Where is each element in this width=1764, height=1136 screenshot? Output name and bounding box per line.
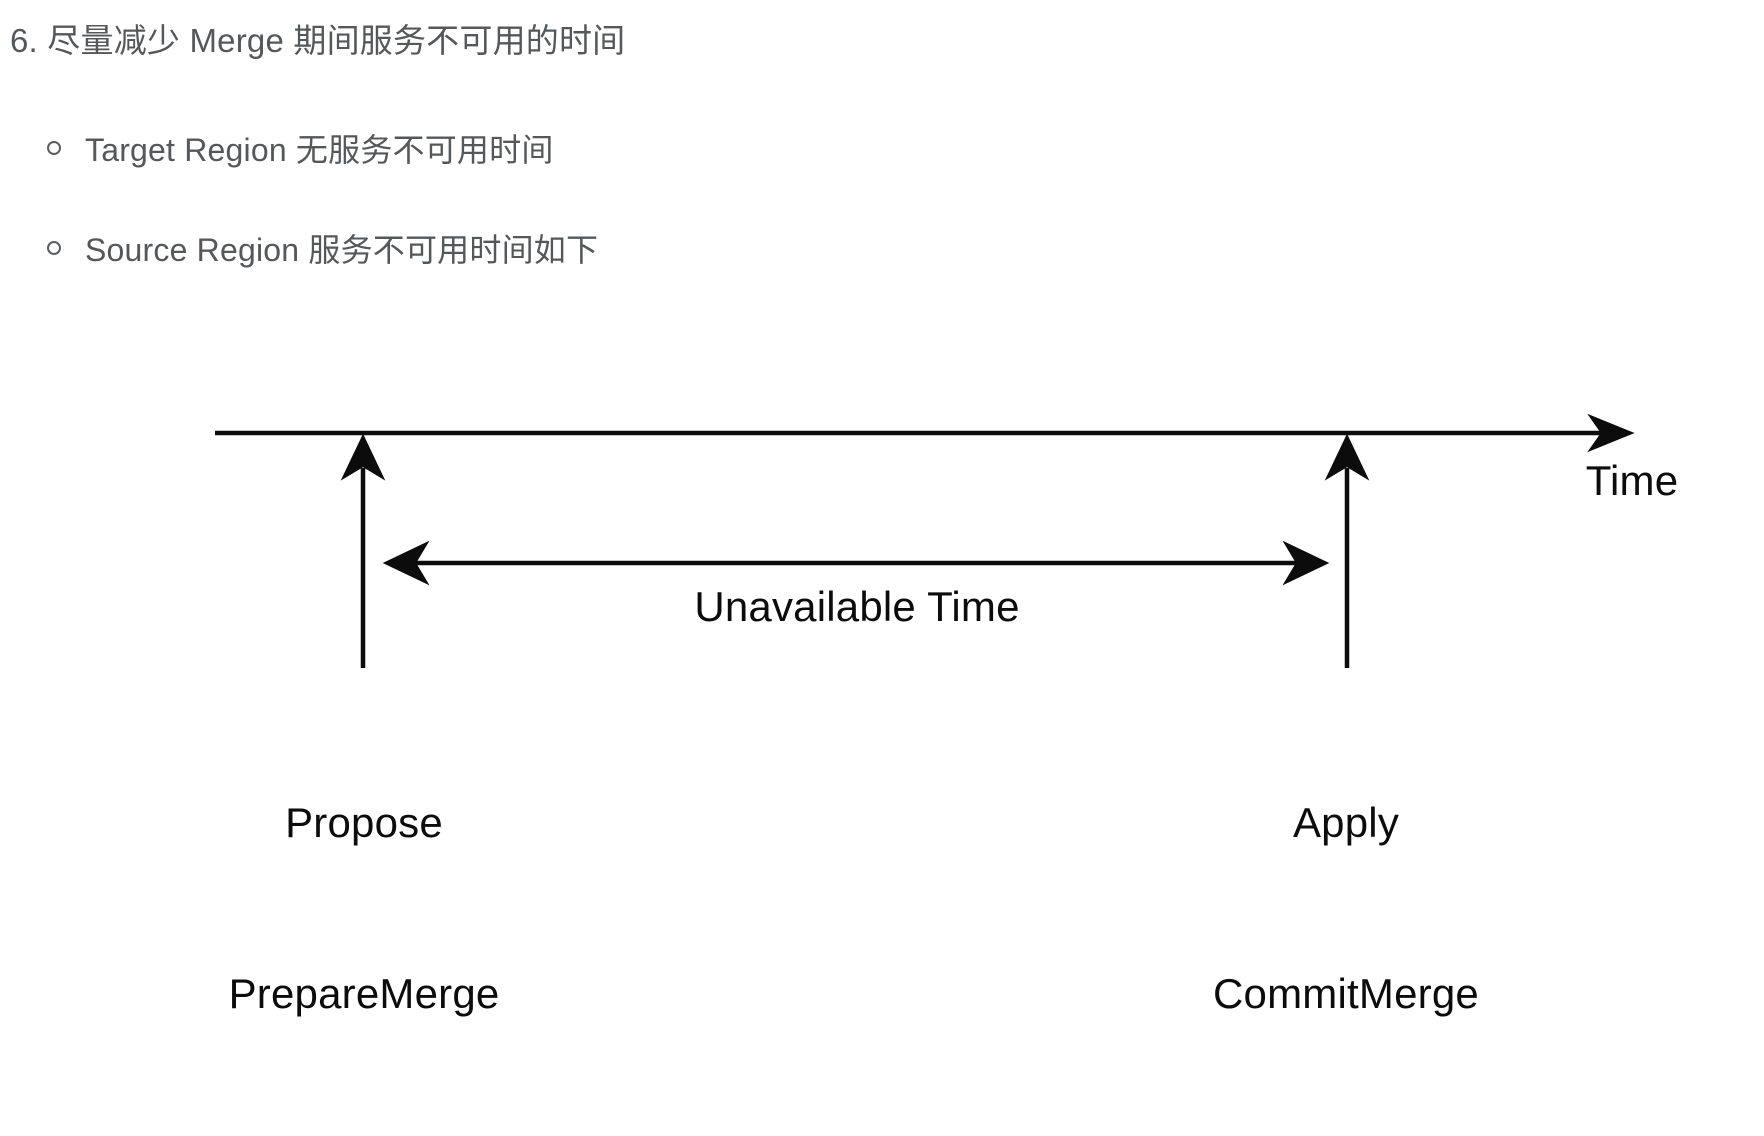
timeline-diagram-canvas (215, 413, 1635, 668)
list-item: Source Region 服务不可用时间如下 (47, 228, 598, 268)
section-heading: 6. 尽量减少 Merge 期间服务不可用的时间 (10, 22, 626, 59)
right-arrow-icon (1282, 540, 1330, 586)
apply-commitmerge-label: Apply CommitMerge (1146, 680, 1546, 1136)
apply-label-line1: Apply (1292, 799, 1400, 846)
time-axis-label: Time (1585, 457, 1679, 504)
timeline-diagram: Time Unavailable Time Propose PrepareMer… (215, 413, 1679, 1017)
list-item-label: Source Region 服务不可用时间如下 (85, 232, 599, 268)
propose-label-line2: PrepareMerge (228, 970, 500, 1017)
document-page: 6. 尽量减少 Merge 期间服务不可用的时间 Target Region 无… (10, 22, 1679, 1017)
propose-label-line1: Propose (285, 799, 443, 846)
up-arrow-icon (340, 433, 386, 481)
up-arrow-icon (1324, 433, 1370, 481)
circle-bullet-icon (47, 241, 61, 255)
time-axis-arrowhead-icon (1587, 413, 1635, 453)
list-item: Target Region 无服务不可用时间 (47, 128, 554, 168)
circle-bullet-icon (47, 141, 61, 155)
propose-preparemerge-label: Propose PrepareMerge (164, 680, 564, 1136)
left-arrow-icon (382, 540, 430, 586)
unavailable-time-label: Unavailable Time (694, 583, 1020, 630)
apply-label-line2: CommitMerge (1213, 970, 1479, 1017)
list-item-label: Target Region 无服务不可用时间 (85, 132, 554, 168)
